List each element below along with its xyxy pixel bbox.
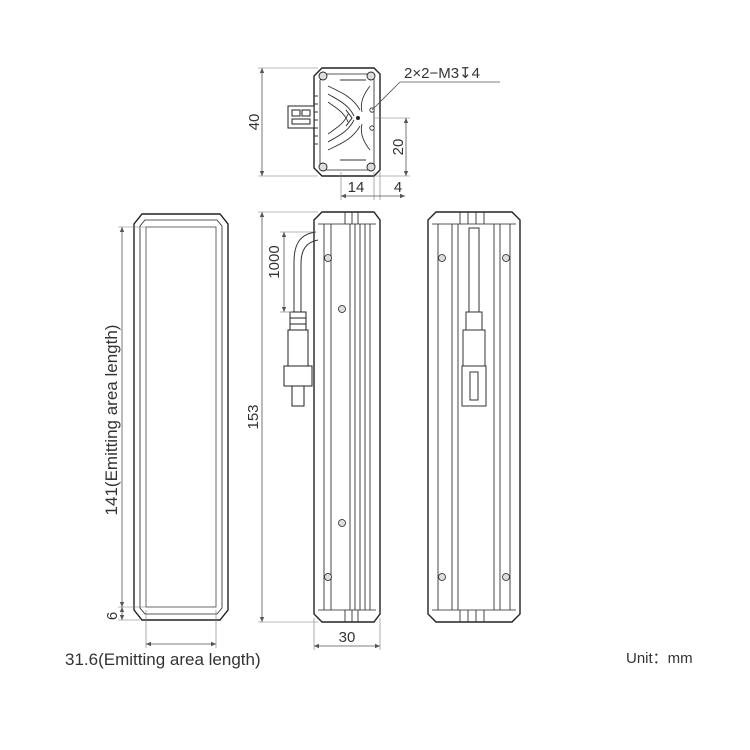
dimension-arrowhead: [146, 641, 151, 647]
dimension-arrowhead: [259, 617, 265, 622]
dimension-arrowhead: [259, 212, 265, 217]
dimension-arrowhead: [211, 641, 216, 647]
dimension-arrowhead: [341, 193, 346, 199]
side-view-screws: [324, 254, 346, 581]
center-arrow-mark: [345, 109, 360, 127]
top-view: 40 20 14 4 2×2−M3↧4: [246, 65, 500, 200]
dimension-arrowhead: [375, 643, 380, 649]
dimension-arrowhead: [259, 68, 265, 73]
dimension-arrowhead: [403, 171, 409, 176]
dimension-arrowhead: [314, 643, 319, 649]
back-view-outline: [427, 211, 521, 623]
edge-6-label: 6: [104, 612, 121, 620]
heatsink-fins: [314, 79, 371, 161]
cable-connector: [283, 311, 313, 407]
back-view-screws: [438, 254, 510, 581]
unit-label: Unit：mm: [626, 650, 693, 667]
back-view-fins: [437, 212, 511, 622]
mounting-holes: [369, 107, 375, 131]
width-4-label: 4: [394, 179, 402, 196]
side-view-outline: [313, 211, 381, 623]
dimension-arrowhead: [119, 602, 125, 607]
side-view-fins: [323, 212, 371, 622]
top-view-inner-outline: [319, 73, 375, 171]
back-view-cable: [461, 227, 487, 407]
dimension-arrowhead: [281, 307, 287, 312]
side-width-label: 30: [339, 629, 356, 646]
front-view-inner-bevel: [139, 219, 223, 615]
total-length-label: 153: [245, 404, 262, 429]
dimension-arrowhead: [403, 118, 409, 123]
thread-note: 2×2−M3↧4: [404, 65, 480, 82]
width-14-label: 14: [348, 179, 365, 196]
dimension-arrowhead: [281, 232, 287, 237]
dimension-arrowhead: [259, 171, 265, 176]
front-view: 141(Emitting area length) 6 31.6(Emittin…: [65, 213, 261, 669]
dimension-arrowhead: [119, 607, 125, 612]
height-40-label: 40: [246, 114, 263, 131]
dimension-arrowhead: [400, 193, 405, 199]
emitting-width-label: 31.6(Emitting area length): [65, 650, 261, 669]
hole-20-label: 20: [390, 139, 407, 156]
side-view: 1000 153 30: [245, 211, 381, 650]
cable: [293, 231, 319, 312]
connector: [287, 105, 315, 129]
emitting-area: [145, 226, 217, 608]
dimension-arrowhead: [119, 227, 125, 232]
corner-screws: [318, 71, 376, 172]
back-view: [427, 211, 521, 623]
front-view-outline: [133, 213, 229, 621]
thread-leader: [371, 81, 500, 111]
cable-length-label: 1000: [266, 245, 283, 278]
dimension-arrowhead: [119, 615, 125, 620]
emitting-length-label: 141(Emitting area length): [102, 325, 121, 516]
